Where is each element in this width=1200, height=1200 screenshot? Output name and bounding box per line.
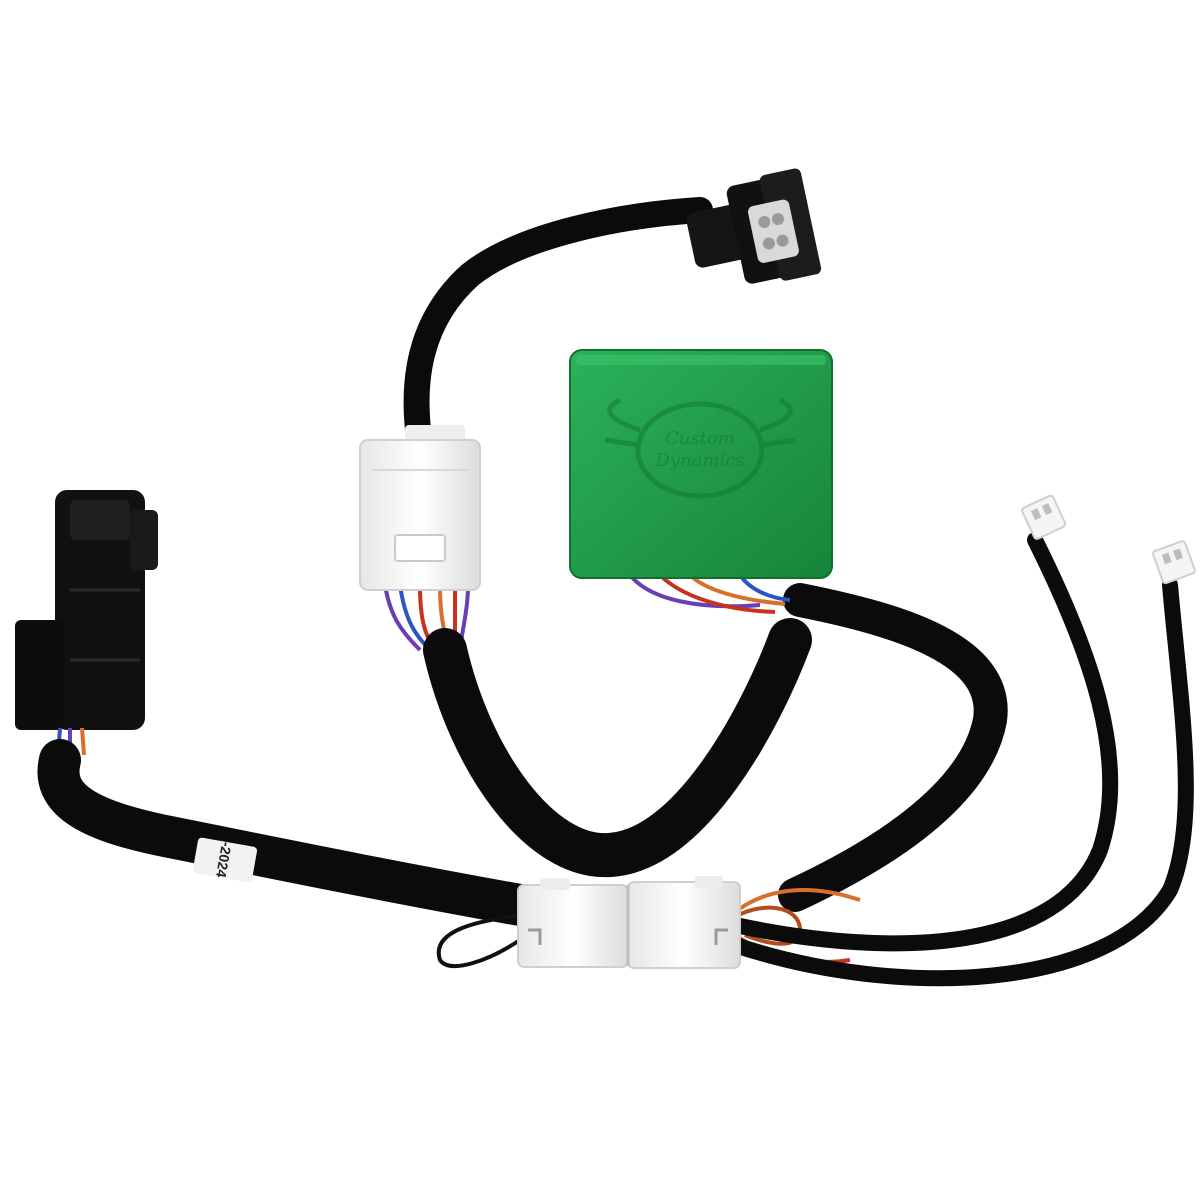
left-black-connector bbox=[15, 490, 158, 730]
cable-label-text: -2024 bbox=[213, 841, 235, 879]
small-white-connector-1 bbox=[1021, 494, 1067, 540]
lower-white-connector bbox=[517, 876, 741, 969]
custom-dynamics-logo-icon: Custom Dynamics bbox=[604, 397, 796, 499]
logo-text-line2: Dynamics bbox=[654, 450, 744, 471]
cable-label-band: -2024 bbox=[192, 837, 258, 883]
top-black-connector bbox=[686, 168, 822, 284]
right-thin-cable-1 bbox=[727, 532, 1119, 952]
green-control-module: Custom Dynamics bbox=[569, 349, 833, 579]
module-wires bbox=[628, 573, 791, 614]
logo-text-line1: Custom bbox=[665, 428, 735, 449]
lower-main-cable bbox=[37, 739, 541, 926]
module-to-junction-cable bbox=[778, 583, 1008, 912]
loop-cable bbox=[423, 618, 812, 878]
upper-white-connector bbox=[359, 425, 481, 591]
right-thin-cable-2 bbox=[727, 577, 1194, 987]
upper-cable bbox=[403, 197, 713, 458]
small-white-connector-2 bbox=[1152, 540, 1196, 585]
